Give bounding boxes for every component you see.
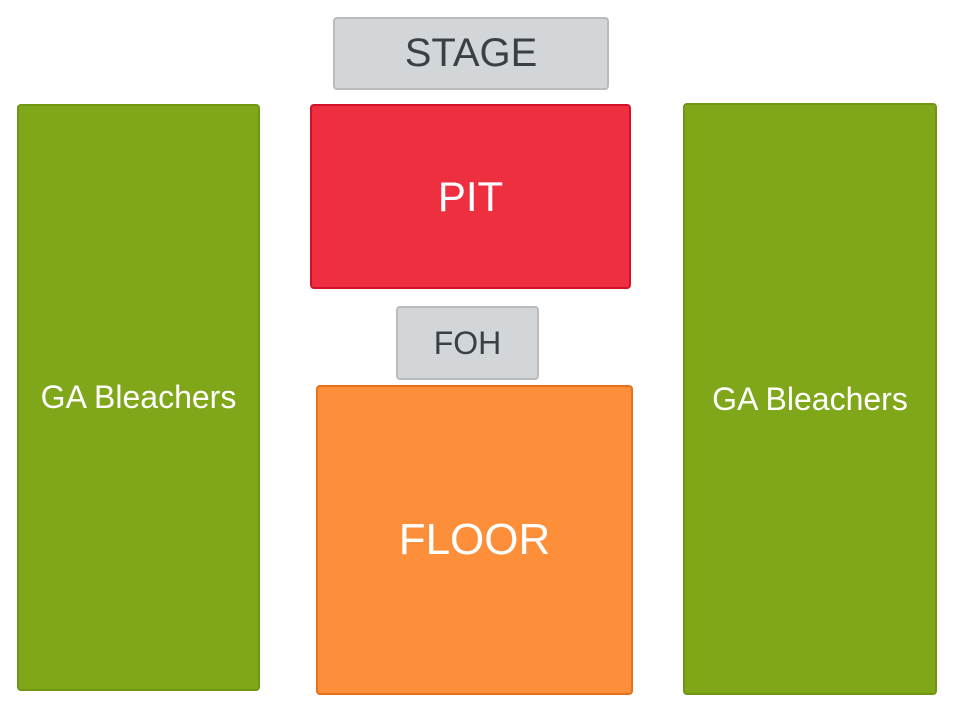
foh-area: FOH: [396, 306, 539, 380]
pit-label: PIT: [437, 172, 504, 220]
section-ga-bleachers-right[interactable]: GA Bleachers: [683, 103, 937, 695]
section-pit[interactable]: PIT: [310, 104, 631, 289]
ga-left-label: GA Bleachers: [40, 379, 237, 415]
floor-label: FLOOR: [398, 515, 551, 564]
section-floor[interactable]: FLOOR: [316, 385, 633, 695]
section-ga-bleachers-left[interactable]: GA Bleachers: [17, 104, 260, 691]
ga-right-label: GA Bleachers: [712, 380, 908, 417]
foh-label: FOH: [433, 324, 502, 361]
stage-area: STAGE: [333, 17, 609, 90]
stage-label: STAGE: [404, 31, 538, 75]
